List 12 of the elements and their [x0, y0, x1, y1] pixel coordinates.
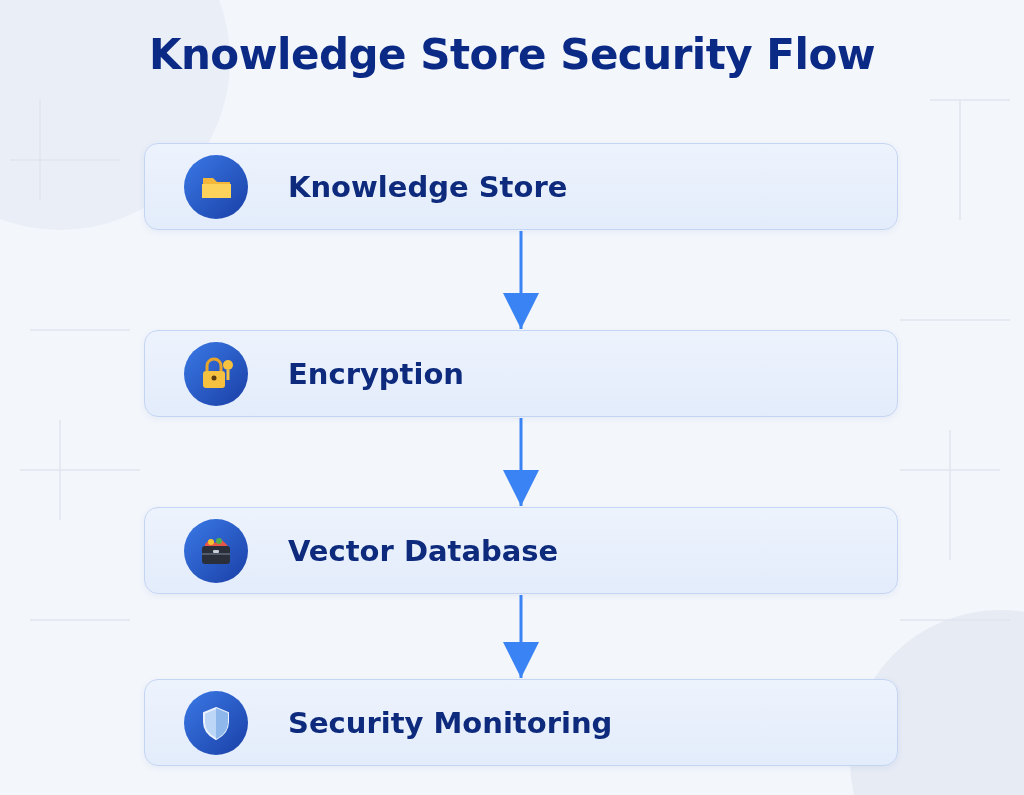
process-box — [144, 507, 898, 594]
step-label: Knowledge Store — [288, 169, 568, 204]
arrow — [503, 595, 539, 678]
arrow — [503, 231, 539, 329]
step-label: Security Monitoring — [288, 705, 613, 740]
step-label: Vector Database — [288, 533, 559, 568]
process-box — [144, 143, 898, 230]
step-label: Encryption — [288, 356, 464, 391]
arrow — [503, 418, 539, 506]
process-box — [144, 330, 898, 417]
process-box — [144, 679, 898, 766]
diagram-title: Knowledge Store Security Flow — [147, 30, 877, 79]
